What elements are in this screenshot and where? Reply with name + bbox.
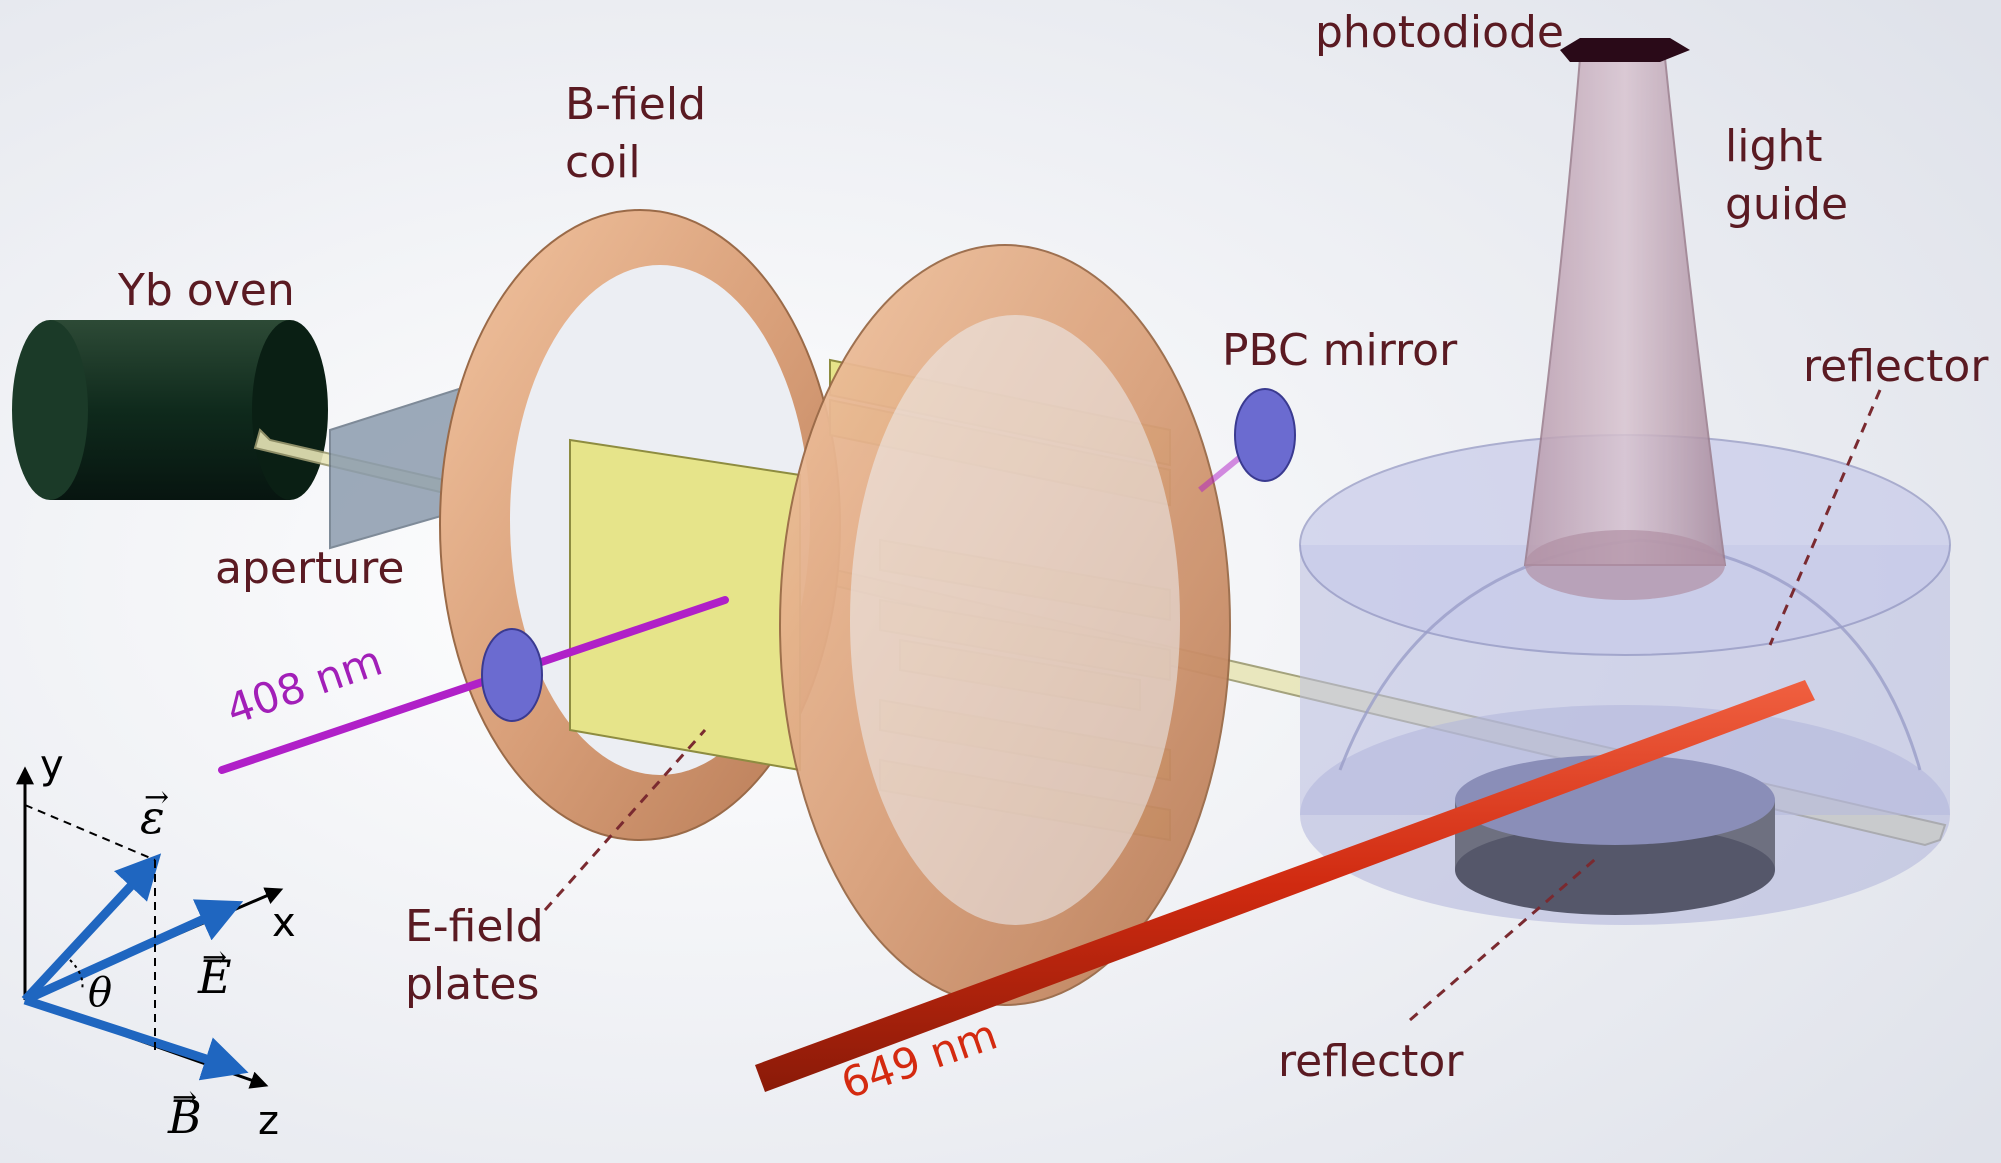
leader-reflector-bottom bbox=[1409, 853, 1601, 1022]
label-b-field-coil: B-field coil bbox=[565, 76, 706, 192]
label-photodiode: photodiode bbox=[1315, 7, 1564, 58]
reflector-bottom bbox=[1455, 755, 1775, 915]
pbc-mirror-far bbox=[1234, 388, 1296, 482]
label-e-field-plates-line1: E-field bbox=[405, 901, 544, 952]
vector-b-symbol: B bbox=[168, 1090, 202, 1144]
yb-oven bbox=[12, 320, 328, 500]
laser-408-beam bbox=[218, 596, 729, 774]
photodiode bbox=[1560, 38, 1690, 62]
axis-label-x: x bbox=[272, 900, 296, 946]
angle-label-theta: θ bbox=[88, 970, 113, 1016]
label-e-field-plates: E-field plates bbox=[405, 898, 544, 1014]
vector-label-epsilon: →ε bbox=[140, 780, 170, 844]
vector-e-symbol: E bbox=[198, 950, 232, 1004]
pbc-mirror-near bbox=[481, 628, 543, 722]
label-e-field-plates-line2: plates bbox=[405, 959, 540, 1010]
label-b-field-coil-line1: B-field bbox=[565, 79, 707, 130]
vector-label-b: →B bbox=[168, 1080, 202, 1144]
vector-label-e: →E bbox=[198, 940, 232, 1004]
label-pbc-mirror: PBC mirror bbox=[1222, 325, 1458, 376]
label-light-guide-line2: guide bbox=[1725, 179, 1849, 230]
label-light-guide: light guide bbox=[1725, 118, 1848, 234]
laser-649-beam bbox=[755, 680, 1815, 1092]
label-b-field-coil-line2: coil bbox=[565, 137, 641, 188]
b-field-coil-front bbox=[779, 244, 1231, 1006]
vector-epsilon-symbol: ε bbox=[140, 790, 165, 844]
leader-e-field-plates bbox=[543, 729, 707, 911]
light-guide-base bbox=[1525, 530, 1725, 600]
coordinate-axes bbox=[16, 766, 284, 1089]
axis-label-y: y bbox=[40, 742, 64, 788]
label-aperture: aperture bbox=[215, 543, 405, 594]
label-light-guide-line1: light bbox=[1725, 121, 1823, 172]
axis-label-z: z bbox=[258, 1098, 279, 1144]
label-reflector-bottom: reflector bbox=[1278, 1036, 1464, 1087]
label-yb-oven: Yb oven bbox=[118, 265, 295, 316]
label-reflector-top: reflector bbox=[1803, 341, 1989, 392]
